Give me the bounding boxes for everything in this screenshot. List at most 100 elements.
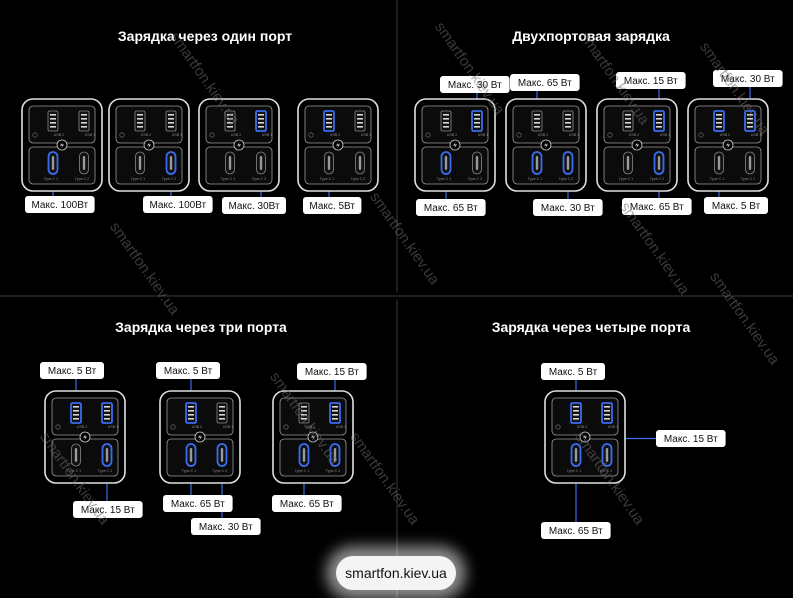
port-pin: [73, 414, 79, 416]
power-icon: [283, 424, 289, 430]
wattage-label: Макс. 30Вт: [228, 201, 280, 212]
port-label: Type C 2: [741, 177, 755, 181]
port-pin: [219, 414, 225, 416]
power-icon: [425, 132, 431, 138]
port-pin: [301, 410, 307, 412]
port-label: Type C 2: [162, 177, 176, 181]
port-pin: [573, 418, 579, 420]
port-tongue: [574, 448, 578, 462]
port-label: Type C 1: [182, 469, 196, 473]
port-label: Type C 2: [326, 469, 340, 473]
port-pin: [625, 122, 631, 124]
port-label: Type C 1: [67, 469, 81, 473]
port-pin: [474, 126, 480, 128]
port-tongue: [82, 156, 86, 170]
port-label: USB 1: [361, 133, 371, 137]
port-pin: [534, 126, 540, 128]
port-label: USB 1: [262, 133, 272, 137]
port-label: Type C 1: [221, 177, 235, 181]
port-pin: [565, 114, 571, 116]
port-tongue: [51, 156, 55, 170]
port-pin: [474, 122, 480, 124]
port-tongue: [220, 448, 224, 462]
port-pin: [565, 118, 571, 120]
port-pin: [50, 118, 56, 120]
port-pin: [188, 418, 194, 420]
port-label: Type C 1: [295, 469, 309, 473]
port-pin: [604, 418, 610, 420]
wattage-label: Макс. 30 Вт: [199, 522, 253, 533]
port-pin: [258, 114, 264, 116]
wattage-label-box: [616, 72, 686, 89]
port-label: Type C 1: [619, 177, 633, 181]
power-icon: [209, 132, 215, 138]
port-label: USB 1: [85, 133, 95, 137]
port-pin: [357, 118, 363, 120]
lightning-glyph: [237, 142, 241, 149]
port-label: Type C 2: [650, 177, 664, 181]
wattage-label: Макс. 15 Вт: [305, 367, 359, 378]
port-label: Type C 1: [710, 177, 724, 181]
wattage-label-box: [25, 196, 95, 213]
wattage-label-box: [163, 495, 233, 512]
port-pin: [258, 118, 264, 120]
port-label: USB 1: [336, 425, 346, 429]
port-pin: [656, 118, 662, 120]
wattage-label-box: [191, 518, 261, 535]
port-pin: [332, 406, 338, 408]
port-pin: [258, 126, 264, 128]
port-pin: [565, 122, 571, 124]
port-pin: [332, 414, 338, 416]
port-label: Type C 1: [320, 177, 334, 181]
port-label: USB 2: [720, 133, 730, 137]
port-label: Type C 1: [528, 177, 542, 181]
panel-title: Двухпортовая зарядка: [512, 28, 670, 44]
port-tongue: [189, 448, 193, 462]
power-icon: [516, 132, 522, 138]
wattage-label: Макс. 15 Вт: [664, 434, 718, 445]
port-pin: [50, 122, 56, 124]
port-pin: [81, 118, 87, 120]
wattage-label: Макс. 5 Вт: [48, 366, 97, 377]
power-icon: [170, 424, 176, 430]
port-pin: [227, 118, 233, 120]
port-pin: [73, 410, 79, 412]
port-pin: [137, 118, 143, 120]
port-pin: [443, 114, 449, 116]
port-pin: [219, 418, 225, 420]
port-pin: [625, 118, 631, 120]
port-label: Type C 2: [252, 177, 266, 181]
lightning-glyph: [726, 142, 730, 149]
port-pin: [747, 122, 753, 124]
port-pin: [326, 126, 332, 128]
port-tongue: [138, 156, 142, 170]
lightning-glyph: [60, 142, 64, 149]
port-pin: [747, 126, 753, 128]
port-tongue: [748, 156, 752, 170]
port-pin: [301, 414, 307, 416]
port-pin: [534, 118, 540, 120]
port-label: USB 1: [108, 425, 118, 429]
power-icon: [308, 132, 314, 138]
wattage-label: Макс. 30 Вт: [721, 74, 775, 85]
port-label: USB 2: [447, 133, 457, 137]
wattage-label: Макс. 100Вт: [149, 200, 206, 211]
wattage-label: Макс. 15 Вт: [624, 76, 678, 87]
power-icon: [55, 424, 61, 430]
port-pin: [747, 118, 753, 120]
port-pin: [716, 118, 722, 120]
wattage-label-box: [416, 199, 486, 216]
port-label: USB 2: [192, 425, 202, 429]
port-label: Type C 2: [468, 177, 482, 181]
port-pin: [104, 414, 110, 416]
port-pin: [73, 418, 79, 420]
port-tongue: [605, 448, 609, 462]
port-pin: [443, 118, 449, 120]
port-tongue: [169, 156, 173, 170]
port-pin: [474, 118, 480, 120]
port-pin: [50, 126, 56, 128]
